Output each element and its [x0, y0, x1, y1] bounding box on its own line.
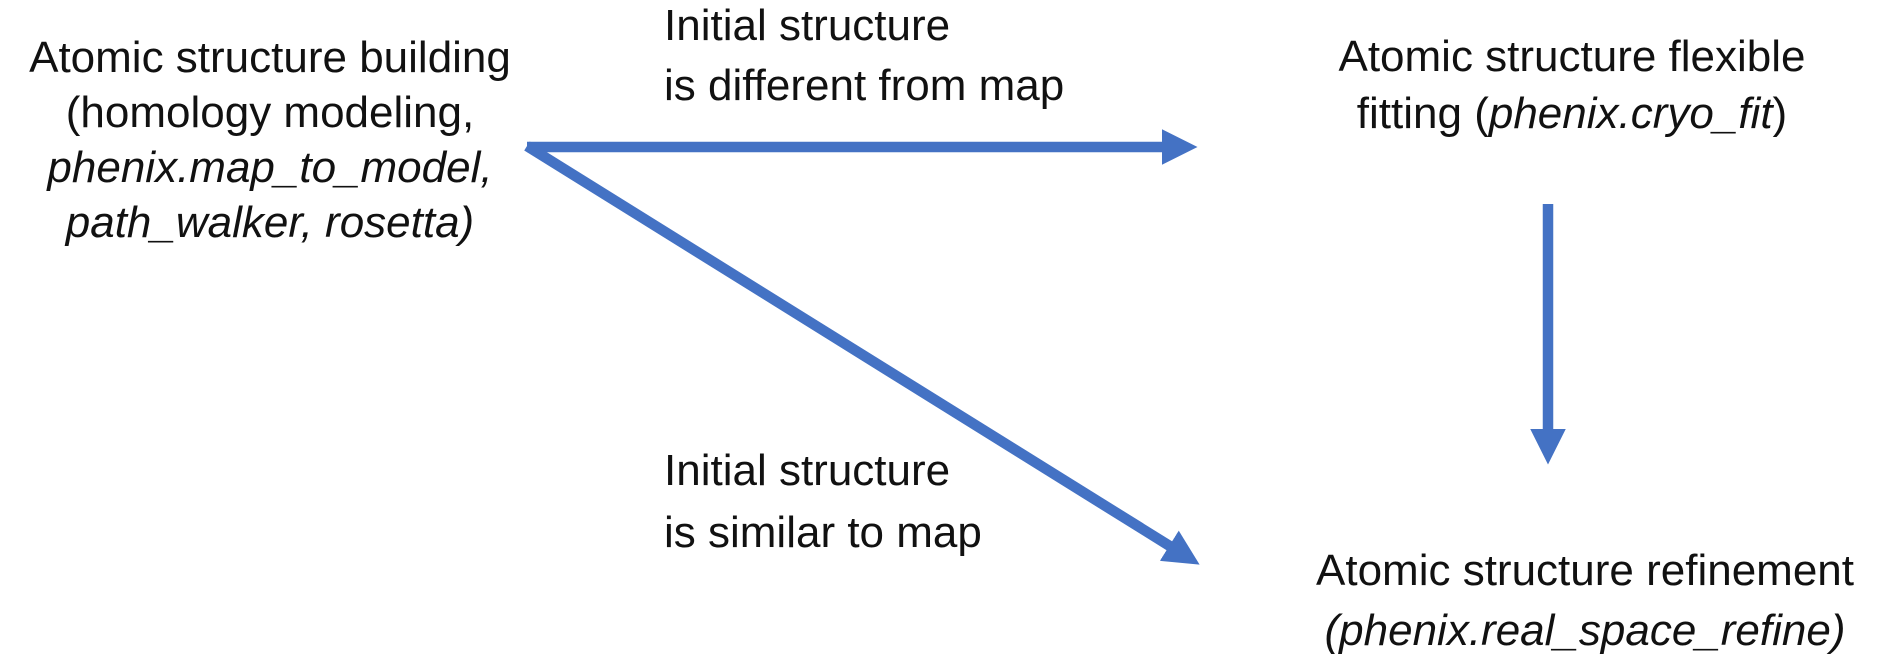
refinement-line-1: Atomic structure refinement [1316, 546, 1854, 595]
fitting-line-2: fitting (phenix.cryo_fit) [1262, 85, 1882, 142]
similar-line-2: is similar to map [664, 508, 982, 557]
building-line-3: phenix.map_to_model, [47, 143, 493, 192]
node-structure-refinement: Atomic structure refinement (phenix.real… [1265, 541, 1884, 661]
edge-label-different-from-map: Initial structure is different from map [664, 0, 1064, 116]
refinement-line-2-code: phenix.real_space_refine [1339, 606, 1831, 655]
fitting-line-2-suffix: ) [1772, 89, 1788, 138]
different-line-1: Initial structure [664, 1, 951, 50]
building-line-4: path_walker, rosetta) [65, 198, 475, 247]
edge-label-similar-to-map: Initial structure is similar to map [664, 440, 982, 564]
refinement-line-2: (phenix.real_space_refine) [1265, 601, 1884, 661]
node-structure-building: Atomic structure building (homology mode… [0, 30, 550, 250]
refinement-line-2-suffix: ) [1830, 606, 1846, 655]
fitting-line-1: Atomic structure flexible [1338, 32, 1806, 81]
fitting-line-2-prefix: fitting ( [1356, 89, 1489, 138]
fitting-line-2-code: phenix.cryo_fit [1488, 89, 1773, 138]
similar-line-1: Initial structure [664, 446, 951, 495]
building-line-2: (homology modeling, [65, 88, 475, 137]
different-line-2: is different from map [664, 61, 1065, 110]
node-flexible-fitting: Atomic structure flexible fitting (pheni… [1262, 28, 1882, 142]
refinement-line-2-prefix: ( [1324, 606, 1340, 655]
building-line-1: Atomic structure building [29, 33, 511, 82]
arrow-building-to-refinement [524, 141, 1200, 565]
